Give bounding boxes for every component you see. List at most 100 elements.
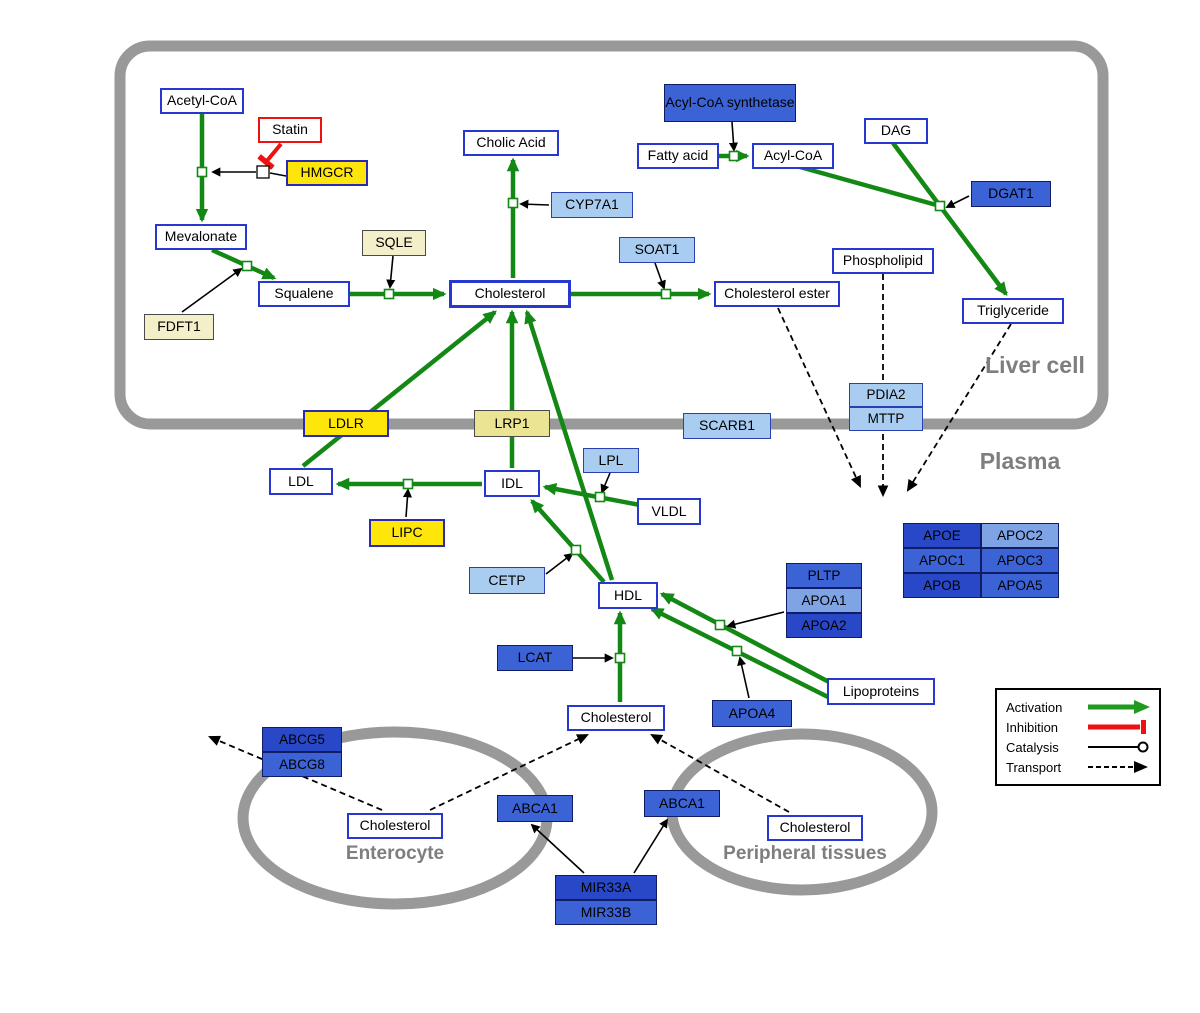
edge-hdl-cholesterol bbox=[524, 309, 615, 581]
edge-mir33-abca1-left bbox=[530, 823, 585, 874]
node-cholesterol-peripheral[interactable]: Cholesterol bbox=[767, 815, 863, 841]
node-pltp[interactable]: PLTP bbox=[786, 563, 862, 588]
node-dgat1[interactable]: DGAT1 bbox=[971, 181, 1051, 207]
node-sqle[interactable]: SQLE bbox=[362, 230, 426, 256]
node-ldlr[interactable]: LDLR bbox=[303, 410, 389, 437]
peripheral-tissues-label: Peripheral tissues bbox=[723, 843, 887, 864]
plasma-label: Plasma bbox=[979, 448, 1061, 474]
node-apoa4[interactable]: APOA4 bbox=[712, 700, 792, 727]
edge-dgat1-catalysis bbox=[945, 195, 970, 208]
node-fatty-acid[interactable]: Fatty acid bbox=[637, 143, 719, 169]
reaction-node bbox=[402, 478, 414, 490]
node-pdia2[interactable]: PDIA2 bbox=[849, 383, 923, 407]
legend-activation: Activation bbox=[1006, 697, 1150, 717]
catalysis-node bbox=[256, 165, 270, 179]
reaction-node bbox=[728, 150, 740, 162]
legend-inhibition-label: Inhibition bbox=[1006, 719, 1059, 735]
node-lipoproteins[interactable]: Lipoproteins bbox=[827, 678, 935, 705]
edge-mir33-abca1-right bbox=[633, 818, 668, 874]
node-squalene[interactable]: Squalene bbox=[258, 281, 350, 307]
node-acyl-coa[interactable]: Acyl-CoA bbox=[752, 143, 834, 169]
node-vldl[interactable]: VLDL bbox=[637, 498, 701, 525]
legend-catalysis: Catalysis bbox=[1006, 737, 1150, 757]
reaction-node bbox=[241, 260, 253, 272]
node-cholesterol-enterocyte[interactable]: Cholesterol bbox=[347, 813, 443, 839]
legend-transport: Transport bbox=[1006, 757, 1150, 777]
legend-catalysis-label: Catalysis bbox=[1006, 739, 1059, 755]
edge-lipoproteins-hdl-lower bbox=[649, 606, 842, 706]
node-apoc2[interactable]: APOC2 bbox=[981, 523, 1059, 548]
node-scarb1[interactable]: SCARB1 bbox=[683, 413, 771, 439]
node-ldl[interactable]: LDL bbox=[269, 468, 333, 495]
node-apoc1[interactable]: APOC1 bbox=[903, 548, 981, 573]
node-soat1[interactable]: SOAT1 bbox=[619, 237, 695, 263]
node-apob[interactable]: APOB bbox=[903, 573, 981, 598]
edge-apoa-stack-catalysis bbox=[726, 611, 785, 629]
node-hmgcr[interactable]: HMGCR bbox=[286, 160, 368, 186]
node-phospholipid[interactable]: Phospholipid bbox=[832, 248, 934, 274]
node-acetyl-coa[interactable]: Acetyl-CoA bbox=[160, 88, 244, 114]
inhibition-tbar-symbol bbox=[1088, 720, 1146, 734]
node-cholesterol-plasma[interactable]: Cholesterol bbox=[567, 705, 665, 731]
node-mttp[interactable]: MTTP bbox=[849, 407, 923, 431]
node-apoa1[interactable]: APOA1 bbox=[786, 588, 862, 613]
edge-hmgcr-reactionnode bbox=[269, 172, 287, 177]
edge-junction-triglyceride bbox=[938, 204, 1008, 296]
reaction-node bbox=[731, 645, 743, 657]
edge-apoa4-catalysis bbox=[737, 656, 750, 699]
node-mevalonate[interactable]: Mevalonate bbox=[155, 224, 247, 250]
edge-transport-peripheral-cholesterol-abca1 bbox=[650, 733, 790, 813]
node-cyp7a1[interactable]: CYP7A1 bbox=[551, 192, 633, 218]
node-triglyceride[interactable]: Triglyceride bbox=[962, 298, 1064, 324]
node-lipc[interactable]: LIPC bbox=[369, 519, 445, 547]
node-acyl-coa-synthetase[interactable]: Acyl-CoA synthetase bbox=[664, 84, 796, 122]
node-cholic-acid[interactable]: Cholic Acid bbox=[463, 130, 559, 156]
node-statin[interactable]: Statin bbox=[258, 117, 322, 143]
node-hdl[interactable]: HDL bbox=[598, 582, 658, 609]
node-fdft1[interactable]: FDFT1 bbox=[144, 314, 214, 340]
node-dag[interactable]: DAG bbox=[864, 118, 928, 144]
edge-statin-inhibits-hmgcr bbox=[257, 142, 283, 170]
edge-transport-enterocyte-cholesterol-abca1 bbox=[429, 734, 589, 811]
edge-soat1-catalysis bbox=[654, 262, 666, 290]
edge-sqle-catalysis bbox=[386, 255, 396, 289]
reaction-node bbox=[383, 288, 395, 300]
edge-cetp-catalysis bbox=[545, 552, 574, 575]
reaction-node bbox=[660, 288, 672, 300]
edge-lipc-catalysis bbox=[402, 488, 413, 518]
node-lcat[interactable]: LCAT bbox=[497, 645, 573, 671]
edge-dag-dgat1junction bbox=[891, 141, 942, 208]
node-cholesterol-liver[interactable]: Cholesterol bbox=[449, 280, 571, 308]
node-idl[interactable]: IDL bbox=[484, 470, 540, 497]
node-mir33a[interactable]: MIR33A bbox=[555, 875, 657, 900]
legend: Activation Inhibition Catalysis Transpor… bbox=[995, 688, 1161, 786]
liver-cell-label: Liver cell bbox=[985, 352, 1085, 378]
node-abca1-left[interactable]: ABCA1 bbox=[497, 795, 573, 822]
node-abca1-right[interactable]: ABCA1 bbox=[644, 790, 720, 817]
activation-arrow-symbol bbox=[1088, 700, 1150, 714]
reaction-node bbox=[570, 544, 582, 556]
legend-activation-label: Activation bbox=[1006, 699, 1063, 715]
node-lpl[interactable]: LPL bbox=[583, 448, 639, 473]
node-lrp1[interactable]: LRP1 bbox=[474, 410, 550, 437]
edge-acylcoa-dgat1junction bbox=[799, 164, 941, 209]
node-abcg8[interactable]: ABCG8 bbox=[262, 752, 342, 777]
edge-acylcoasynthetase-catalysis bbox=[728, 121, 739, 152]
reaction-node bbox=[507, 197, 519, 209]
node-abcg5[interactable]: ABCG5 bbox=[262, 727, 342, 752]
reaction-node bbox=[934, 200, 946, 212]
node-cholesterol-ester[interactable]: Cholesterol ester bbox=[714, 281, 840, 307]
node-apoa5[interactable]: APOA5 bbox=[981, 573, 1059, 598]
edge-lpl-catalysis bbox=[600, 472, 611, 494]
edge-ldl-ldlr-cholesterol bbox=[301, 310, 497, 468]
catalysis-circle-symbol bbox=[1088, 741, 1149, 753]
node-apoe[interactable]: APOE bbox=[903, 523, 981, 548]
reaction-node bbox=[614, 652, 626, 664]
node-cetp[interactable]: CETP bbox=[469, 567, 545, 594]
node-apoc3[interactable]: APOC3 bbox=[981, 548, 1059, 573]
reaction-node bbox=[594, 491, 606, 503]
node-mir33b[interactable]: MIR33B bbox=[555, 900, 657, 925]
node-apoa2[interactable]: APOA2 bbox=[786, 613, 862, 638]
